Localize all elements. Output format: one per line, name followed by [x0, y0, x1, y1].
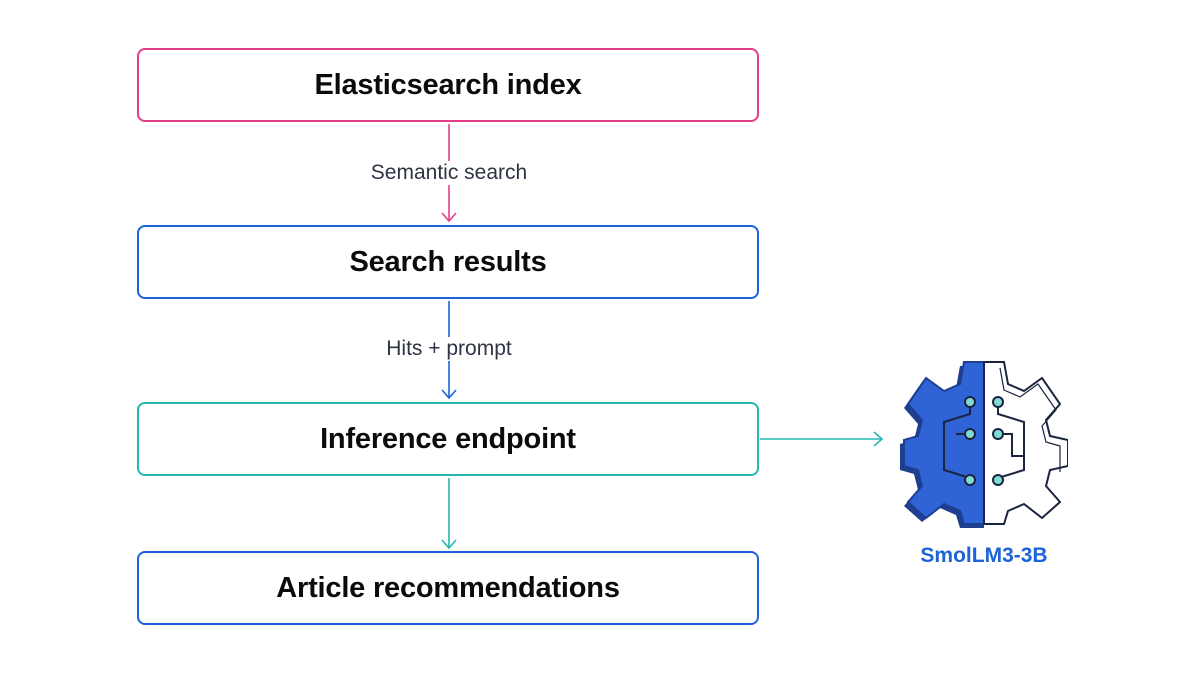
node-article-recommendations: Article recommendations — [137, 551, 759, 625]
node-label: Article recommendations — [276, 571, 620, 604]
node-label: Elasticsearch index — [314, 68, 582, 101]
node-elasticsearch-index: Elasticsearch index — [137, 48, 759, 122]
brain-gear-icon — [900, 361, 1068, 528]
edge-to-model — [760, 431, 884, 447]
node-label: Inference endpoint — [320, 422, 576, 455]
edge-label-hits-prompt: Hits + prompt — [249, 337, 649, 361]
node-search-results: Search results — [137, 225, 759, 299]
model-name-label: SmolLM3-3B — [920, 544, 1048, 567]
node-inference-endpoint: Inference endpoint — [137, 402, 759, 476]
edge-to-recommendations — [441, 478, 457, 550]
edge-label-semantic-search: Semantic search — [249, 161, 649, 185]
node-label: Search results — [349, 245, 547, 278]
